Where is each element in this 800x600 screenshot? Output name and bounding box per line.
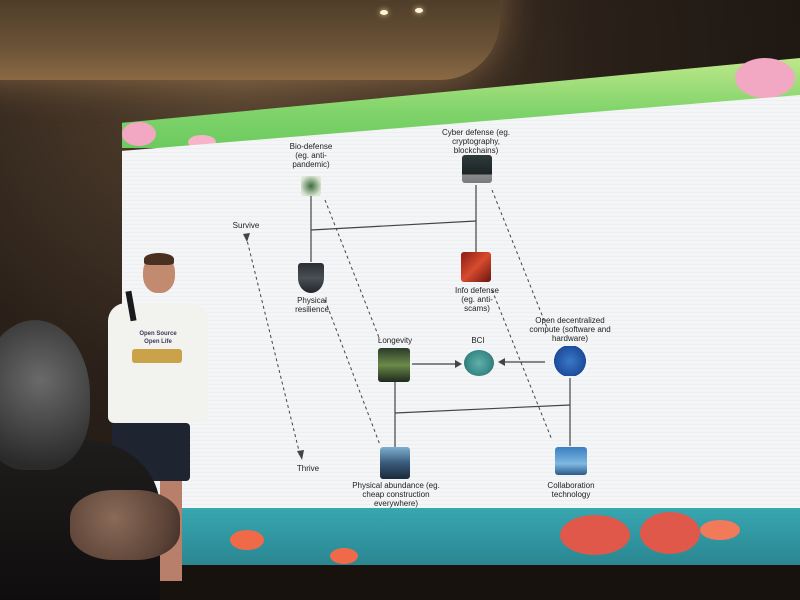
label-collaboration: Collaboration technology: [547, 481, 595, 499]
city-icon: [380, 447, 410, 479]
dashed-line: [491, 189, 549, 331]
arrow-head: [498, 358, 505, 366]
arrow-head: [455, 360, 462, 368]
label-bio-defense: Bio-defense (eg. anti-pandemic): [289, 142, 333, 169]
pink-blob: [735, 58, 795, 98]
coral-shape: [230, 530, 264, 550]
survive-thrive-arrow: [245, 235, 301, 456]
ceiling-light: [415, 8, 423, 13]
label-cyber-defense: Cyber defense (eg. cryptography, blockch…: [441, 128, 511, 155]
speaker-shirt: Open Source Open Life: [108, 303, 208, 423]
audience-member-hands: [70, 490, 180, 560]
ceiling-light: [380, 10, 388, 15]
network-icon: [553, 346, 587, 376]
label-open-compute: Open decentralized compute (software and…: [529, 316, 611, 343]
coral-shape: [700, 520, 740, 540]
dashed-line: [324, 199, 381, 341]
label-physical-abundance: Physical abundance (eg. cheap constructi…: [352, 481, 440, 508]
arrow-head: [243, 233, 250, 242]
connector-line: [310, 220, 477, 231]
longevity-icon: [378, 348, 410, 382]
audience-member-head: [0, 320, 90, 470]
arrow-head: [297, 450, 304, 460]
connector-line: [394, 404, 571, 414]
red-figure: [640, 512, 700, 554]
shirt-text-1: Open Source: [139, 331, 177, 337]
dashed-line: [491, 289, 553, 441]
shirt-text-2: Open Life: [144, 339, 172, 345]
presentation-slide: [122, 95, 800, 525]
info-defense-icon: [461, 252, 491, 282]
label-survive: Survive: [232, 221, 260, 230]
dna-icon: [301, 176, 321, 196]
pink-blob: [122, 122, 156, 146]
laptop-icon: [462, 155, 492, 183]
coral-shape: [330, 548, 358, 564]
handshake-icon: [555, 447, 587, 475]
label-physical-resilience: Physical resilience: [295, 296, 329, 314]
shield-icon: [298, 263, 324, 293]
shirt-logo: [132, 349, 182, 363]
label-info-defense: Info defense (eg. anti-scams): [454, 286, 500, 313]
label-thrive: Thrive: [296, 464, 320, 473]
speaker-hair: [144, 253, 174, 265]
dashed-line: [324, 299, 381, 446]
speaker: Open Source Open Life: [108, 253, 212, 595]
brain-icon: [464, 350, 494, 376]
ceiling: [0, 0, 500, 80]
label-bci: BCI: [471, 336, 485, 345]
red-figure: [560, 515, 630, 555]
label-longevity: Longevity: [377, 336, 413, 345]
